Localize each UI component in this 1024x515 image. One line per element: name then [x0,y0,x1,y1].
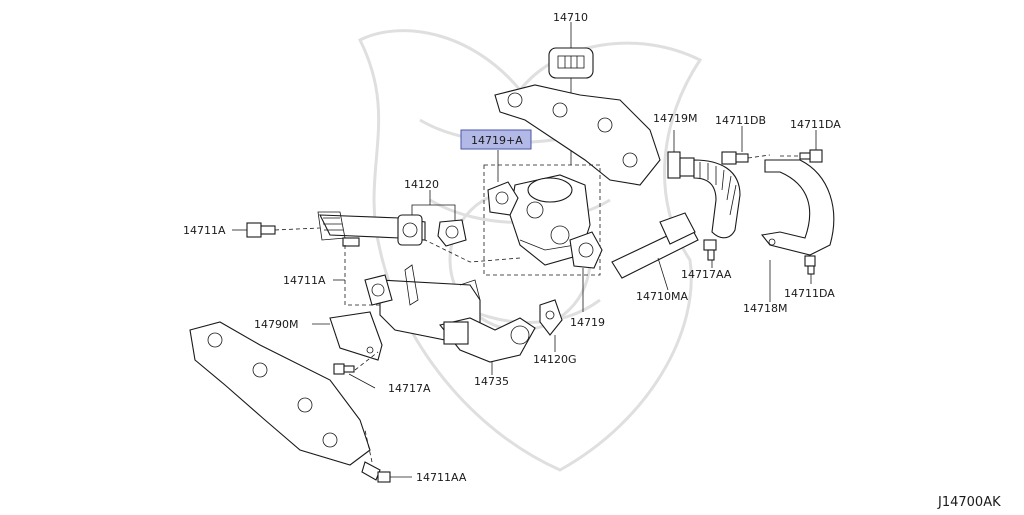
label-14711a-mid[interactable]: 14711A [283,274,326,287]
egr-tube-14120 [317,211,467,247]
label-14719a[interactable]: 14719+A [471,134,523,147]
label-14711aa[interactable]: 14711AA [416,471,467,484]
gasket-14120g [539,299,563,336]
label-14120[interactable]: 14120 [404,178,439,191]
gasket-14719 [569,231,603,269]
label-14711a-left[interactable]: 14711A [183,224,226,237]
gasket-14719a [487,181,519,216]
diagram-code: J14700AK [937,495,1001,510]
highlight-14719a[interactable] [460,129,532,150]
label-14790m[interactable]: 14790M [254,318,298,331]
label-14718m[interactable]: 14718M [743,302,787,315]
label-14710ma[interactable]: 14710MA [636,290,688,303]
heat-shield-14790m [329,311,383,361]
clamp-14719m [667,151,695,179]
label-14719[interactable]: 14719 [570,316,605,329]
label-14735[interactable]: 14735 [474,375,509,388]
bolt-14711da-bottom [804,255,816,275]
label-14711da-bottom[interactable]: 14711DA [784,287,835,300]
egr-sensor-connector [548,47,594,79]
bracket-14718m [760,159,835,256]
stud-14711a-mid [342,237,360,247]
bolt-14717a [333,363,355,375]
label-14710[interactable]: 14710 [553,11,588,24]
label-14711db[interactable]: 14711DB [715,114,766,127]
bolt-14711da-top [799,149,823,163]
label-14120g[interactable]: 14120G [533,353,577,366]
label-14711da-top[interactable]: 14711DA [790,118,841,131]
flexible-egr-pipe [693,159,741,239]
bolt-14717aa [703,239,717,261]
egr-pipe-14735 [439,317,536,363]
label-14719m[interactable]: 14719M [653,112,697,125]
exhaust-manifold-upper [494,84,661,186]
exhaust-manifold-lower [189,321,371,466]
bolt-14711a-left [246,222,276,238]
bolt-14711db [721,151,749,165]
label-14717aa[interactable]: 14717AA [681,268,732,281]
egr-pipe-14710ma [611,212,699,279]
label-14717a[interactable]: 14717A [388,382,431,395]
bolt-14711aa [361,461,391,483]
